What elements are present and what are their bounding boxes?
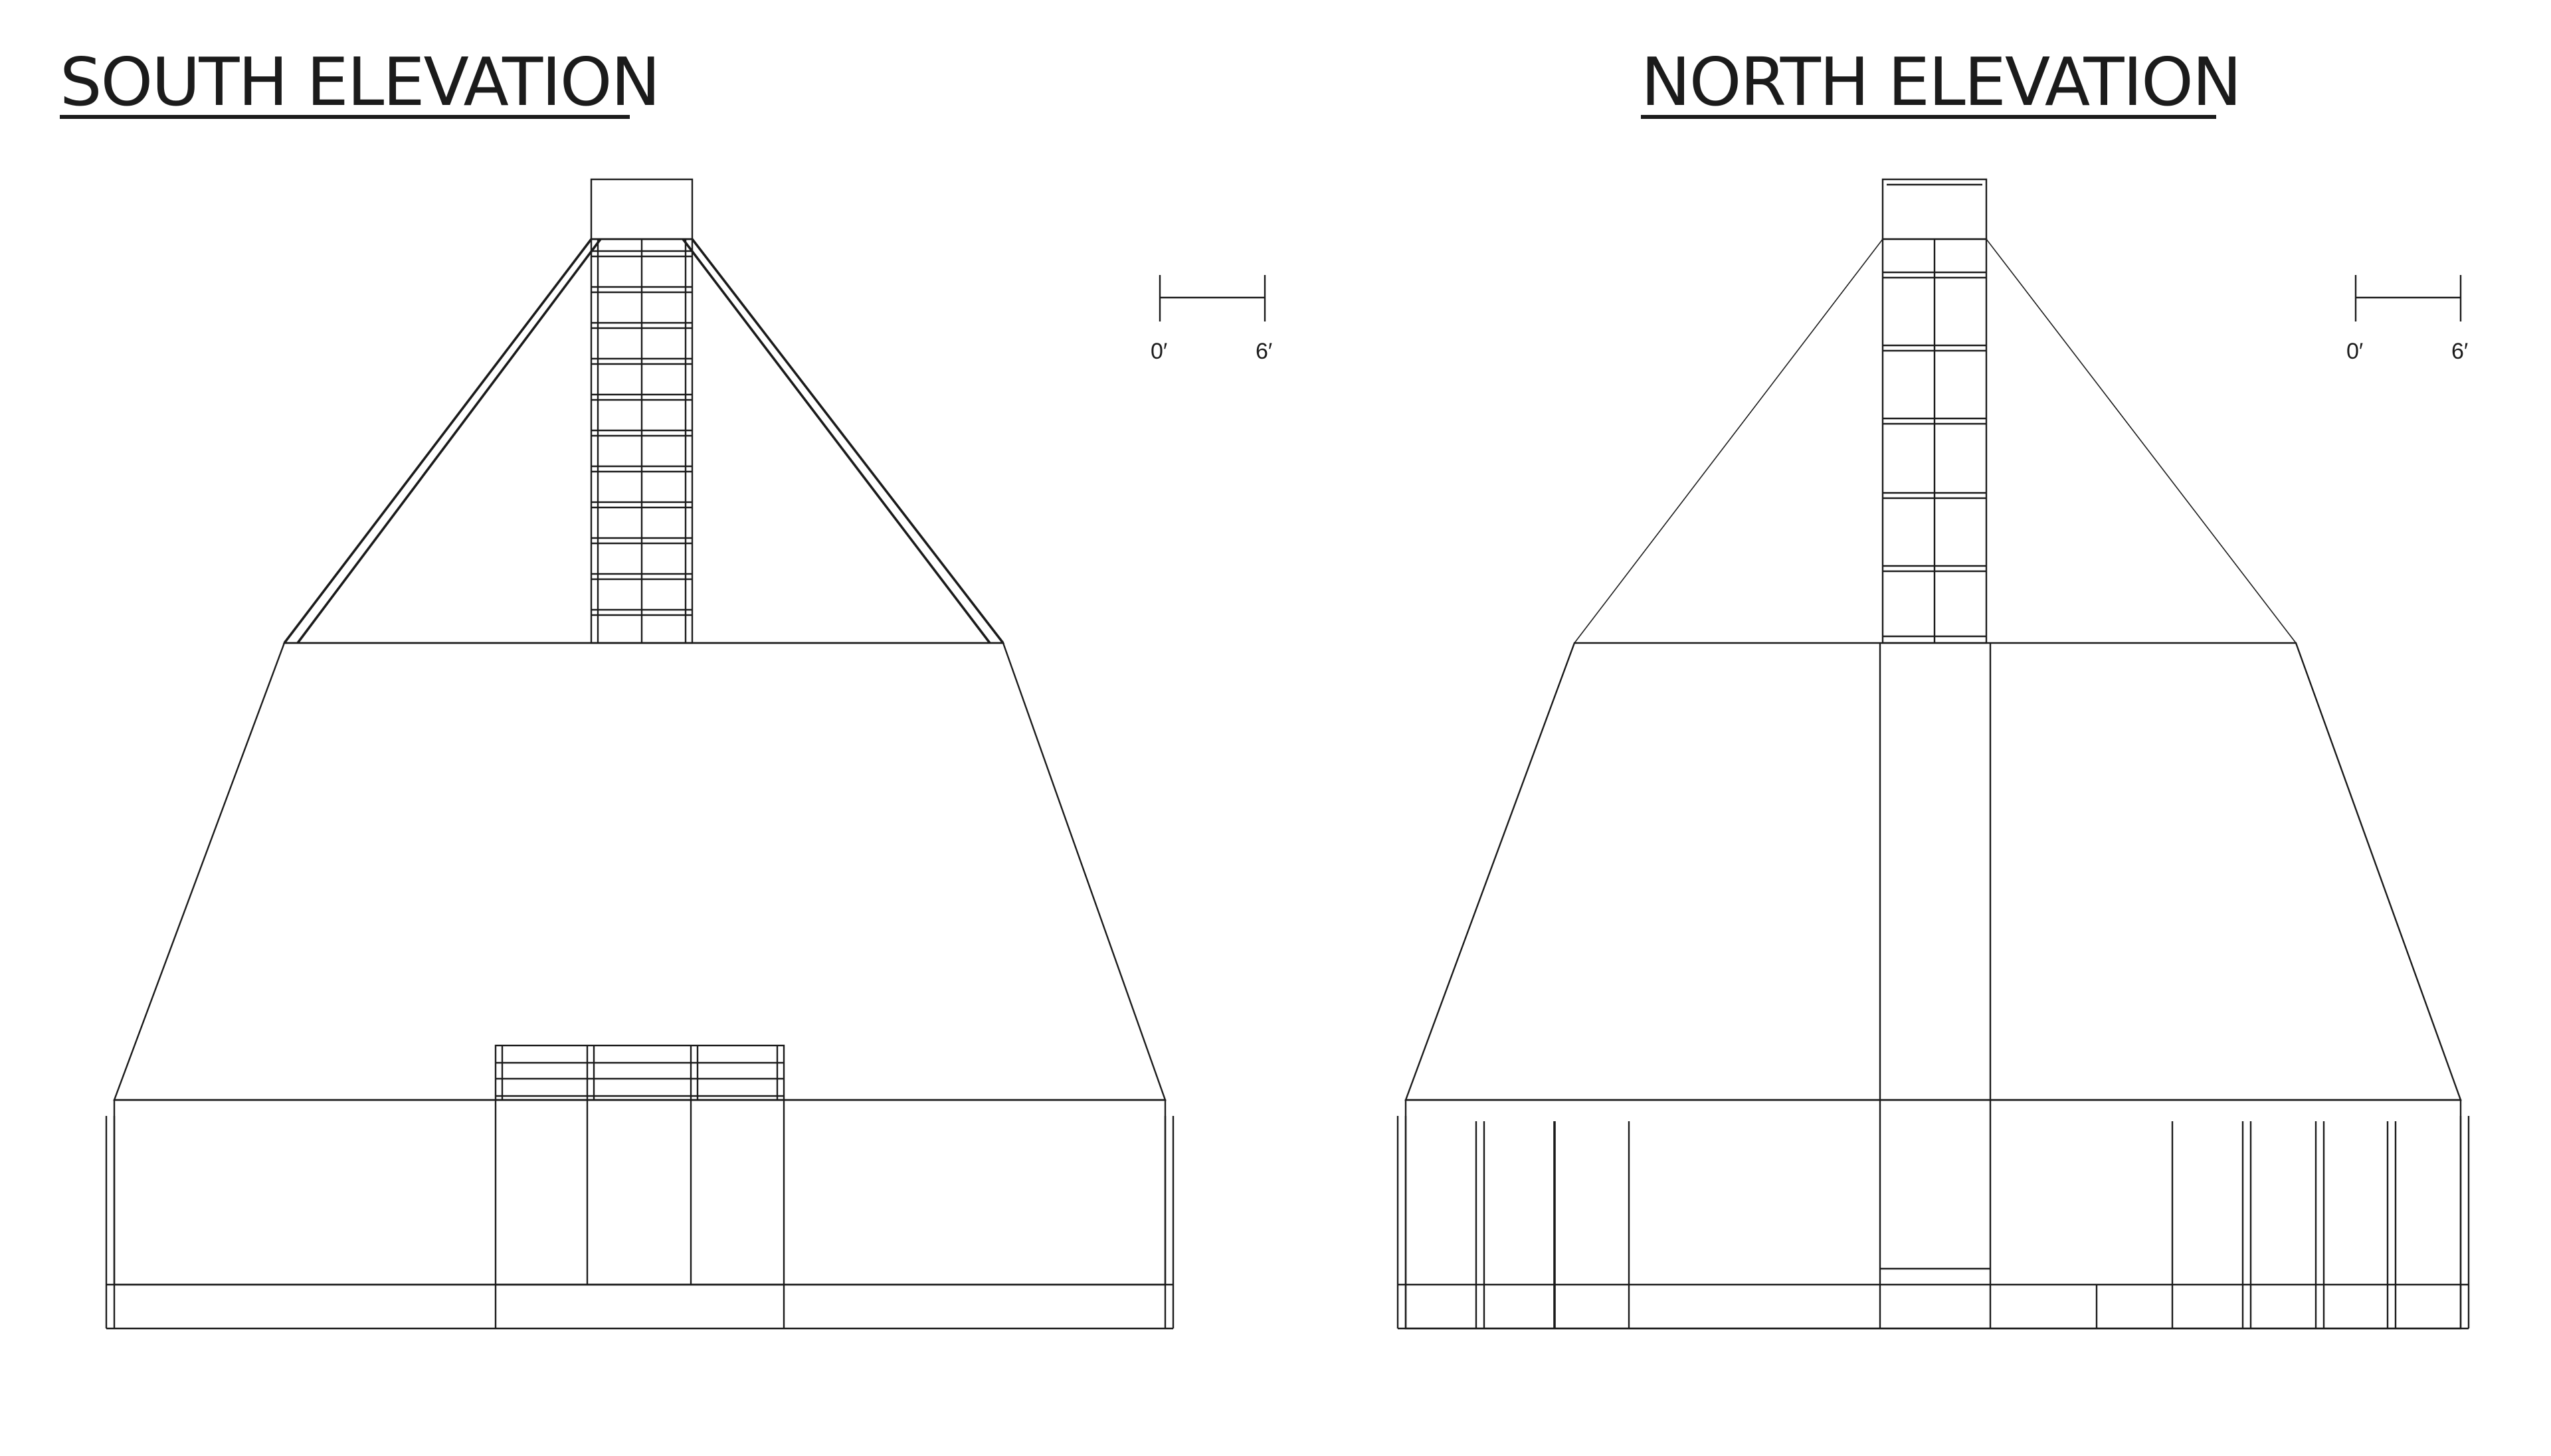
north-ladder — [1881, 238, 1988, 644]
south-elevation: SOUTH ELEVATION 0′ 6′ — [60, 43, 1272, 1330]
north-scale-bar: 0′ 6′ — [2346, 275, 2468, 364]
north-scale-end-label: 6′ — [2451, 339, 2468, 364]
north-sloped-wall — [1404, 642, 2462, 1101]
north-elevation-title: NORTH ELEVATION — [1641, 43, 2241, 121]
south-ladder-rungs — [591, 250, 692, 616]
north-flue-strip — [1879, 643, 1992, 1270]
south-scale-bar: 0′ 6′ — [1151, 275, 1272, 364]
south-elevation-title: SOUTH ELEVATION — [60, 43, 659, 121]
south-chimney-cap — [590, 178, 694, 240]
south-entrance — [494, 1044, 785, 1286]
north-base-wall — [1396, 1099, 2470, 1330]
south-ladder — [590, 238, 694, 644]
south-sloped-wall — [113, 642, 1167, 1101]
south-scale-end-label: 6′ — [1256, 339, 1272, 364]
south-lattice-roof — [282, 238, 1005, 644]
south-scale-start-label: 0′ — [1151, 339, 1167, 364]
north-elevation: NORTH ELEVATION 0′ 6′ — [1396, 43, 2470, 1330]
north-chimney-cap — [1881, 178, 1988, 240]
south-base-wall — [105, 1099, 1175, 1330]
north-scale-start-label: 0′ — [2346, 339, 2363, 364]
